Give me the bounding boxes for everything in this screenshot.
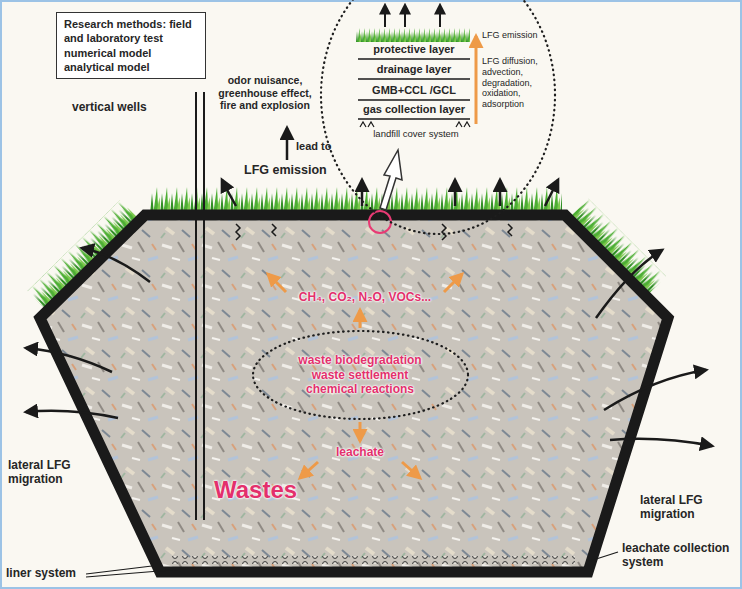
layer-name: gas collection layer [356,103,472,116]
magnified-circle: LFG emission protective layer drainage lay… [320,0,556,235]
collection-label: leachate collection system [622,541,734,570]
waste-label: Wastes [214,476,297,505]
layer-name: protective layer [356,43,472,56]
migration-label: lateral LFG migration [8,458,100,487]
process-ellipse: waste biodegradation waste settlement ch… [252,330,469,420]
effect-note: odor nuisance, greenhouse effect, fire a… [216,74,314,112]
gas-list: CH₄, CO₂, N₂O, VOCs... [285,290,445,304]
emission-label: LFG emission [244,163,327,178]
system-name: landfill cover system [366,128,466,139]
well-label: vertical wells [72,100,147,114]
dotted-ellipse [253,331,468,419]
emission-label: LFG emission [482,30,544,41]
layer-name: GMB+CCL /GCL [356,84,472,97]
leachate-label: leachate [315,445,405,459]
dotted-ellipse [321,0,555,234]
arrow-label: lead to [296,140,331,153]
method-box: Research methods: field and laboratory t… [56,12,206,79]
migration-label: lateral LFG migration [640,493,735,522]
layer-name: drainage layer [356,63,472,76]
liner-label: liner system [6,566,76,580]
method-text: Research methods: field and laboratory t… [64,17,198,74]
process-text: waste biodegradation waste settlement ch… [291,353,429,396]
process-note: LFG diffusion, advection, degradation, o… [482,56,546,110]
